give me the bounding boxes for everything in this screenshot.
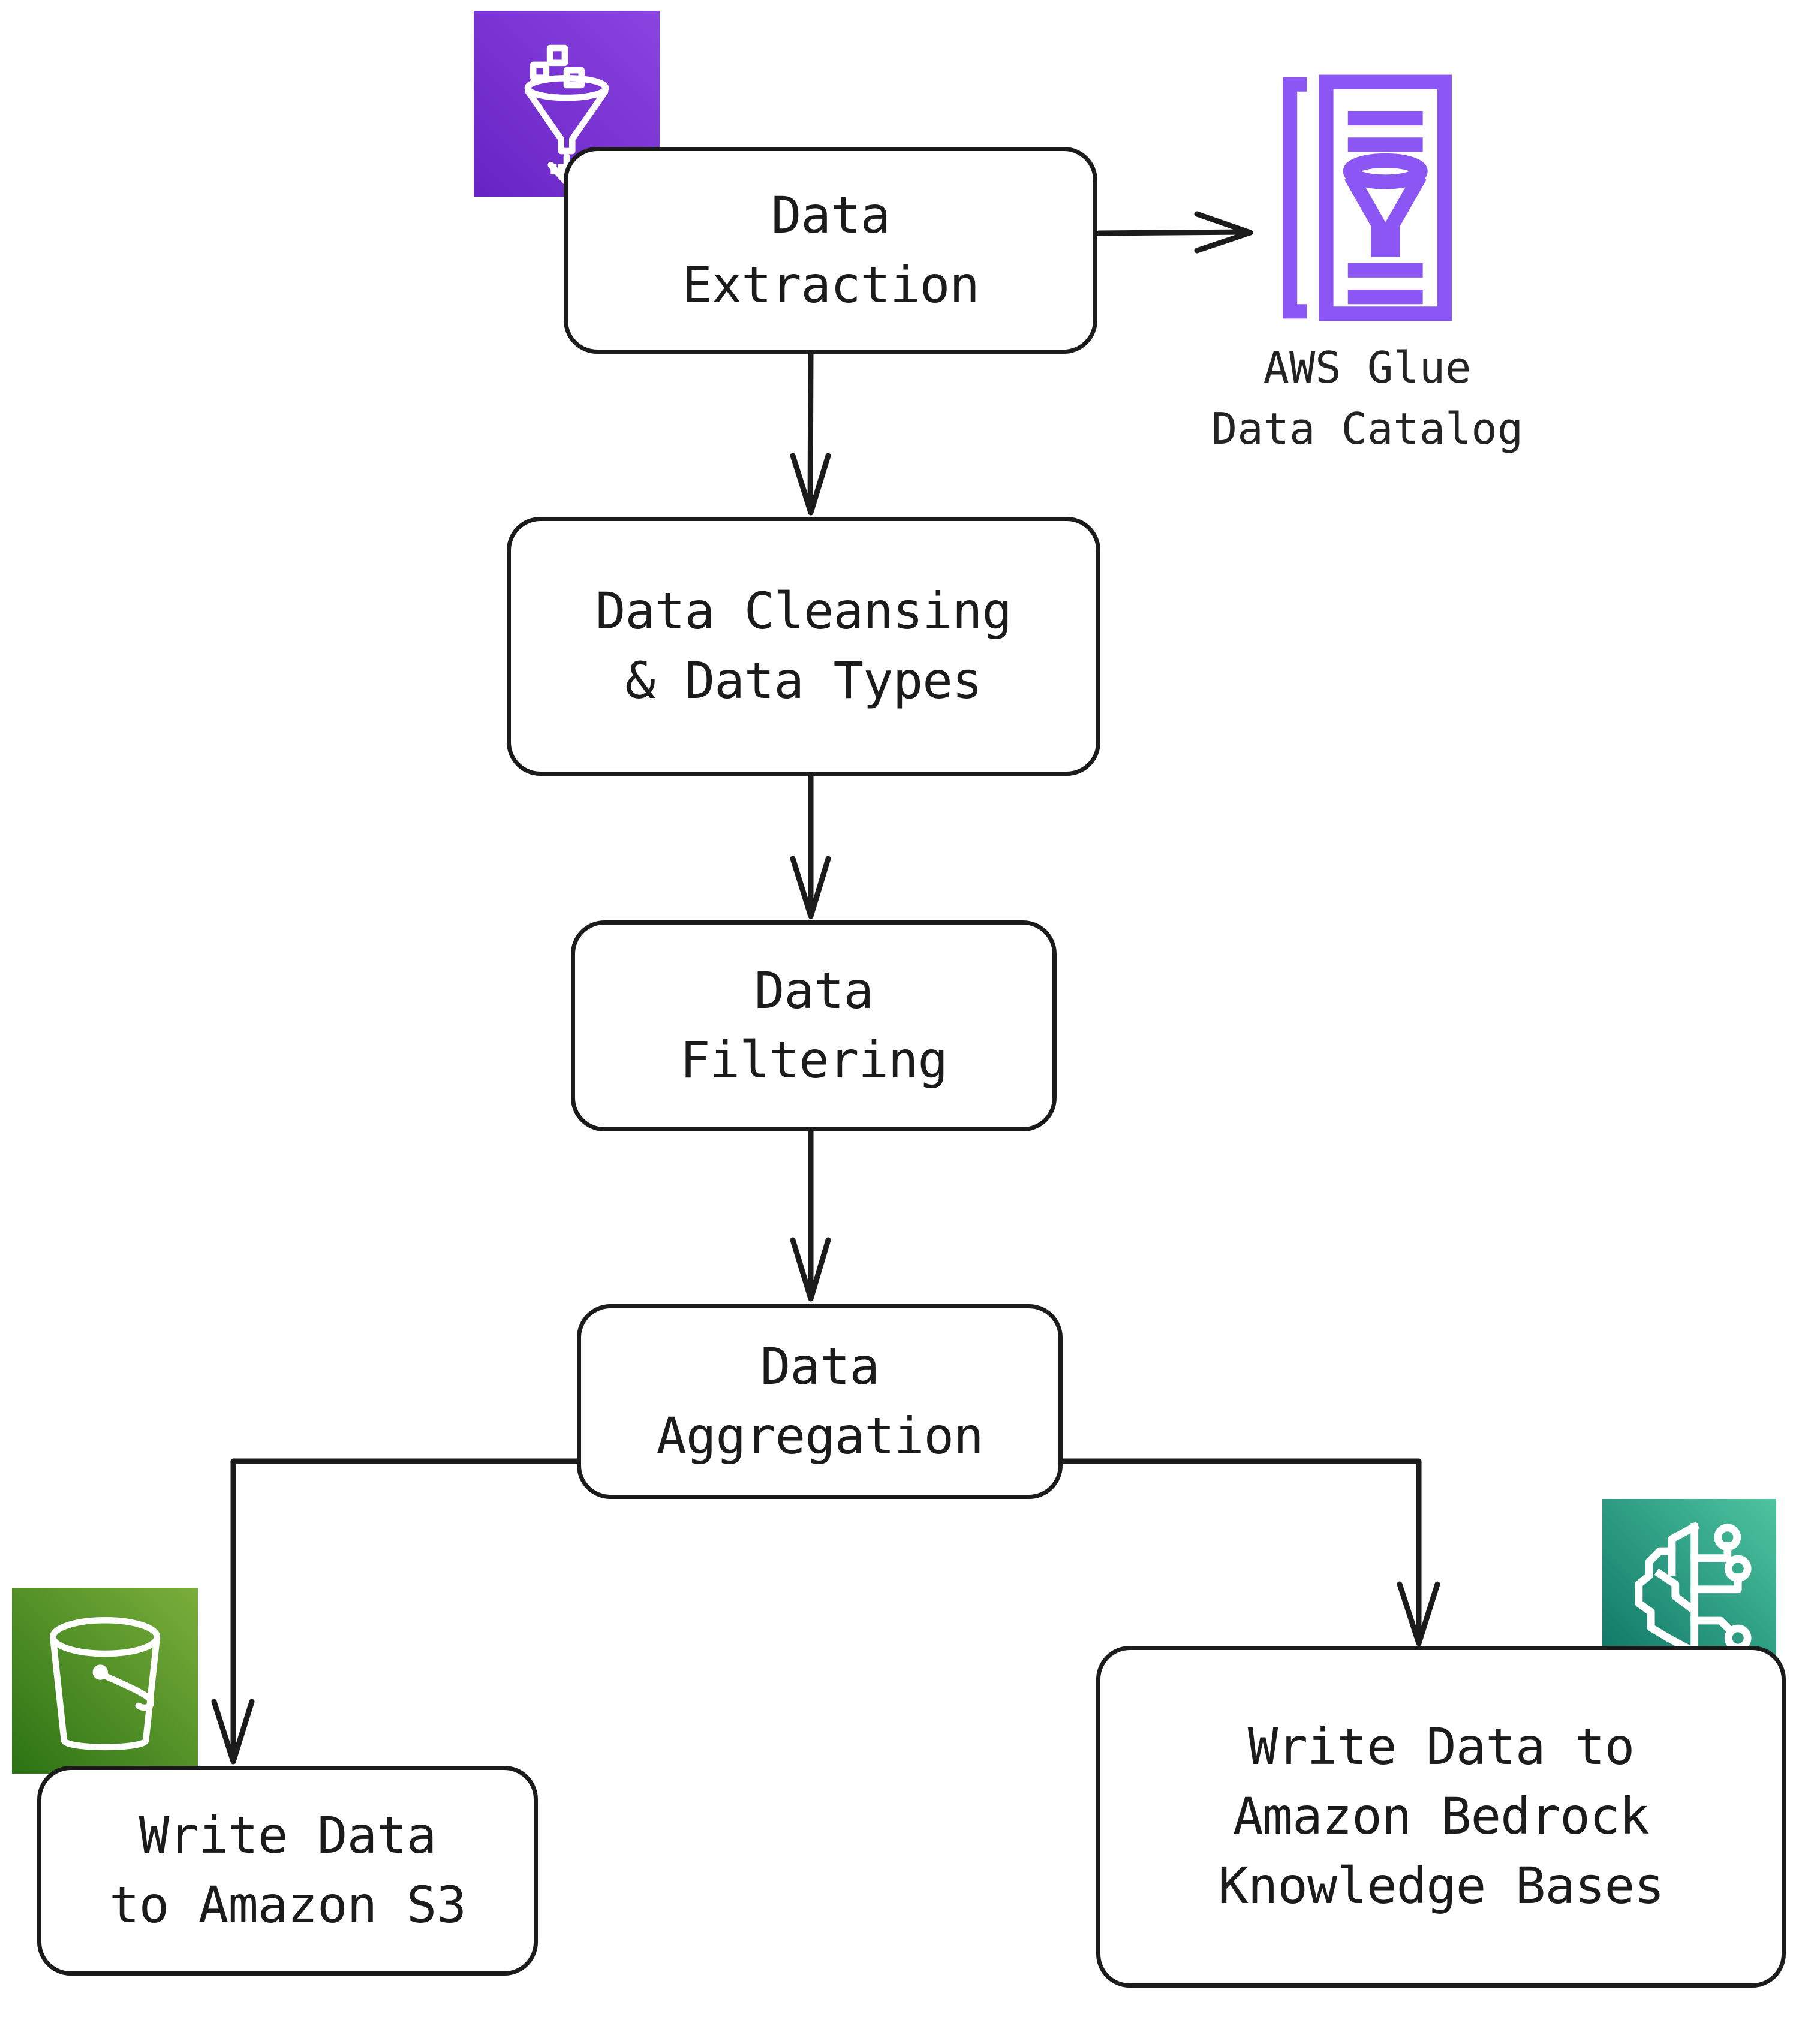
node-data-filtering[interactable]: Data Filtering [571, 920, 1057, 1131]
node-write-s3[interactable]: Write Data to Amazon S3 [37, 1766, 538, 1976]
edge-aggregation-to-bedrock [1057, 1458, 1440, 1646]
node-data-extraction[interactable]: Data Extraction [564, 147, 1097, 354]
node-write-bedrock[interactable]: Write Data to Amazon Bedrock Knowledge B… [1096, 1646, 1786, 1988]
node-data-aggregation[interactable]: Data Aggregation [577, 1304, 1063, 1499]
edge-cleansing-to-filtering [790, 772, 831, 919]
bedrock-brain-icon [1602, 1499, 1776, 1673]
node-data-cleansing[interactable]: Data Cleansing & Data Types [507, 517, 1100, 776]
glue-data-catalog-icon [1280, 72, 1454, 324]
edge-filtering-to-aggregation [790, 1127, 831, 1302]
edge-extraction-to-cleansing [790, 350, 831, 516]
glue-data-catalog-caption: AWS Glue Data Catalog [1211, 342, 1524, 454]
edge-aggregation-to-s3 [211, 1458, 580, 1765]
s3-bucket-icon [12, 1588, 198, 1774]
edge-extraction-to-glue-catalog [1096, 211, 1253, 254]
